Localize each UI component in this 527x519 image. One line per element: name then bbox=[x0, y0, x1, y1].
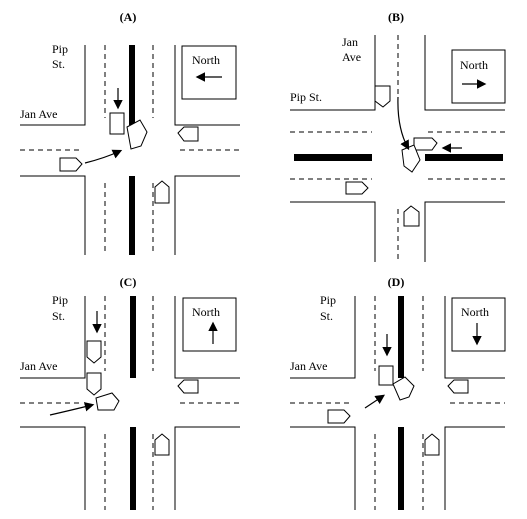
street-label-ns: St. bbox=[320, 309, 333, 323]
compass-label: North bbox=[192, 305, 220, 319]
panel-a: (A) Pip St. Jan Ave North bbox=[20, 10, 240, 255]
car-icon bbox=[126, 119, 148, 150]
road-edge bbox=[290, 296, 356, 379]
car-icon bbox=[424, 433, 440, 456]
street-label-ew: Jan Ave bbox=[20, 359, 57, 373]
street-label-ns: St. bbox=[52, 309, 65, 323]
street-label-ns: St. bbox=[52, 57, 65, 71]
compass-box bbox=[181, 45, 237, 100]
median bbox=[130, 296, 136, 378]
compass-label: North bbox=[460, 58, 488, 72]
car-icon bbox=[95, 392, 120, 411]
road-edge bbox=[174, 296, 240, 379]
panel-d: (D) Pip St. Jan Ave North bbox=[290, 275, 506, 510]
road-edge bbox=[290, 35, 376, 111]
road-edge bbox=[444, 296, 505, 379]
car-icon bbox=[177, 379, 199, 394]
movement-arrow-icon bbox=[49, 402, 95, 416]
car-icon bbox=[154, 180, 170, 204]
car-icon bbox=[378, 365, 394, 386]
panel-a-title: (A) bbox=[120, 10, 137, 24]
road-edge bbox=[174, 426, 240, 510]
movement-arrow-icon bbox=[397, 96, 410, 151]
car-icon bbox=[345, 181, 369, 195]
road-edge bbox=[444, 426, 505, 510]
car-icon bbox=[447, 379, 469, 394]
street-label-ns: Jan bbox=[342, 35, 358, 49]
road-edge bbox=[174, 175, 240, 255]
street-label-ew: Jan Ave bbox=[290, 359, 327, 373]
median bbox=[398, 427, 404, 510]
movement-arrow-icon bbox=[364, 394, 385, 409]
street-label-ns: Pip bbox=[320, 293, 336, 307]
road-edge bbox=[20, 45, 86, 126]
road-edge bbox=[424, 201, 505, 262]
compass-label: North bbox=[461, 305, 489, 319]
car-icon bbox=[327, 409, 351, 424]
street-label-ns: Ave bbox=[342, 50, 361, 64]
car-icon bbox=[403, 205, 420, 227]
median bbox=[425, 154, 503, 161]
road-edge bbox=[290, 201, 376, 262]
car-icon bbox=[59, 157, 83, 172]
road-edge bbox=[424, 35, 505, 111]
road-edge bbox=[174, 45, 240, 126]
street-label-ns: Pip bbox=[52, 42, 68, 56]
car-icon bbox=[86, 372, 102, 396]
car-icon bbox=[86, 340, 102, 364]
car-icon bbox=[109, 112, 125, 135]
road-edge bbox=[290, 426, 356, 510]
median bbox=[129, 176, 135, 255]
street-label-ew: Pip St. bbox=[290, 90, 322, 104]
street-label-ew: Jan Ave bbox=[20, 107, 57, 121]
car-icon bbox=[374, 85, 391, 108]
compass-label: North bbox=[192, 53, 220, 67]
street-label-ns: Pip bbox=[52, 293, 68, 307]
median bbox=[294, 154, 372, 161]
car-icon bbox=[401, 144, 421, 173]
panel-d-title: (D) bbox=[388, 275, 405, 289]
car-icon bbox=[413, 137, 438, 151]
movement-arrow-icon bbox=[84, 149, 123, 164]
panel-c-title: (C) bbox=[120, 275, 137, 289]
car-icon bbox=[154, 433, 170, 456]
panel-b-title: (B) bbox=[388, 10, 404, 24]
panel-b: (B) Jan Ave Pip St. North bbox=[290, 10, 506, 262]
car-icon bbox=[177, 126, 199, 142]
road-edge bbox=[20, 426, 86, 510]
road-edge bbox=[20, 175, 86, 255]
car-icon bbox=[392, 376, 415, 401]
road-edge bbox=[20, 296, 86, 379]
median bbox=[129, 45, 135, 125]
compass-box bbox=[451, 49, 506, 104]
median bbox=[130, 427, 136, 510]
panel-c: (C) Pip St. Jan Ave North bbox=[20, 275, 240, 510]
median bbox=[398, 296, 404, 378]
